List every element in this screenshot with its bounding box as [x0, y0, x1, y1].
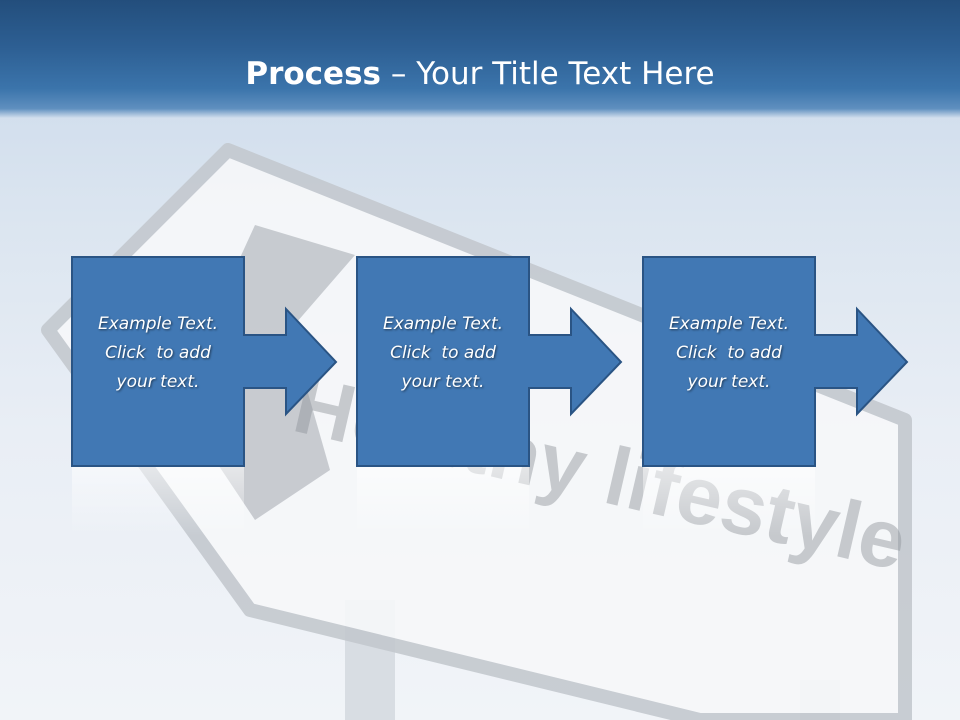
slide-title[interactable]: Process – Your Title Text Here [0, 52, 960, 96]
process-step-3-shape[interactable] [642, 256, 909, 467]
step-line: Example Text. [382, 314, 504, 334]
step-line: Click to add [676, 343, 782, 363]
reflection [357, 466, 529, 536]
reflection [72, 466, 244, 536]
process-step-2-shape[interactable] [356, 256, 623, 467]
reflection [643, 466, 815, 536]
process-step-2-text[interactable]: Example Text. Click to add your text. [357, 310, 529, 397]
step-line: your text. [687, 372, 771, 392]
step-line: Click to add [105, 343, 211, 363]
step-line: your text. [401, 372, 485, 392]
step-line: Click to add [390, 343, 496, 363]
title-bold: Process [245, 56, 381, 92]
process-step-3-text[interactable]: Example Text. Click to add your text. [643, 310, 815, 397]
title-rest: – Your Title Text Here [381, 56, 715, 92]
step-line: Example Text. [668, 314, 790, 334]
step-line: your text. [116, 372, 200, 392]
process-step-1-text[interactable]: Example Text. Click to add your text. [72, 310, 244, 397]
process-step-1-shape[interactable] [71, 256, 338, 467]
step-line: Example Text. [97, 314, 219, 334]
title-bar [0, 0, 960, 118]
